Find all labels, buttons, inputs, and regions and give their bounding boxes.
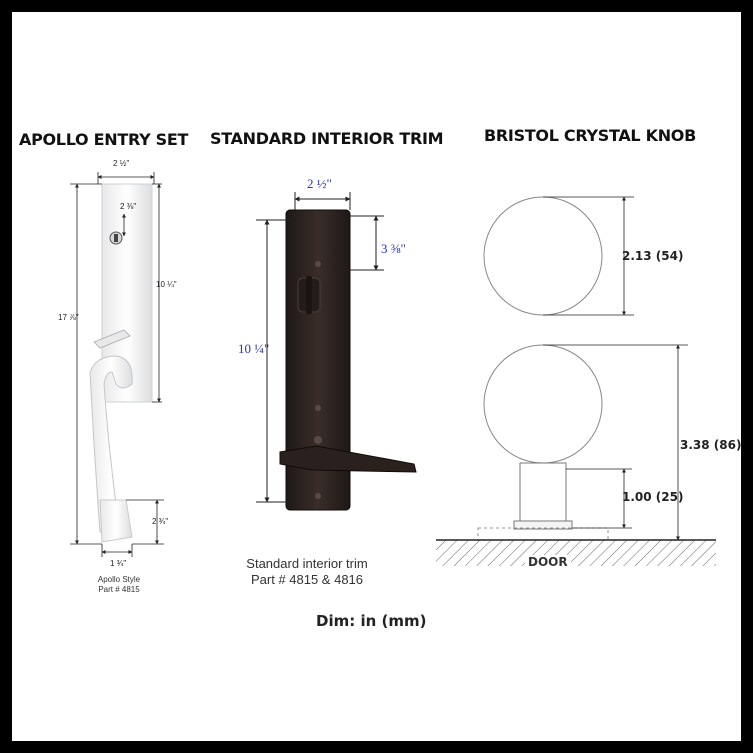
apollo-caption-part: Part # 4815	[98, 585, 140, 594]
apollo-dim-overall: 17 ⅞"	[58, 313, 79, 322]
standard-dim-top-offset: 3 ⅜"	[381, 241, 406, 256]
units-note: Dim: in (mm)	[316, 612, 427, 630]
door-label: DOOR	[525, 555, 571, 569]
door-surface	[436, 539, 716, 566]
bristol-dim-diameter: 2.13 (54)	[622, 249, 684, 263]
standard-caption: Standard interior trim Part # 4815 & 481…	[242, 556, 372, 588]
apollo-dim-plate-height: 10 ¼"	[156, 280, 177, 289]
bristol-knob-top-view	[483, 196, 603, 316]
heading-standard-interior-trim: STANDARD INTERIOR TRIM	[210, 129, 444, 148]
standard-caption-part: Part # 4815 & 4816	[250, 572, 364, 587]
bristol-dim-rose: 1.00 (25)	[622, 490, 684, 504]
apollo-caption: Apollo Style Part # 4815	[74, 575, 164, 595]
standard-trim-illustration	[279, 209, 417, 511]
standard-dim-height: 10 ¼"	[238, 341, 270, 356]
apollo-dim-width-bottom: 1 ¾"	[110, 559, 127, 568]
apollo-caption-style: Apollo Style	[97, 575, 141, 584]
apollo-handleset-illustration	[89, 183, 153, 543]
heading-apollo-entry-set: APOLLO ENTRY SET	[19, 130, 189, 149]
standard-trim-dimension-lines	[256, 192, 384, 503]
apollo-dim-bottom-plate: 2 ¾"	[152, 517, 169, 526]
apollo-dim-width-top: 2 ½"	[113, 159, 130, 168]
apollo-dimension-lines	[70, 172, 164, 557]
bristol-dim-projection: 3.38 (86)	[680, 438, 742, 452]
standard-caption-title: Standard interior trim	[246, 556, 368, 571]
standard-dim-width: 2 ½"	[307, 176, 332, 191]
diagram-canvas: APOLLO ENTRY SET STANDARD INTERIOR TRIM …	[12, 12, 741, 741]
apollo-dim-cylinder: 2 ⅜"	[120, 202, 137, 211]
heading-bristol-crystal-knob: BRISTOL CRYSTAL KNOB	[484, 126, 696, 145]
diagram-artwork	[70, 172, 716, 566]
bristol-knob-side-view	[477, 344, 609, 541]
bristol-dimension-lines	[543, 196, 688, 541]
